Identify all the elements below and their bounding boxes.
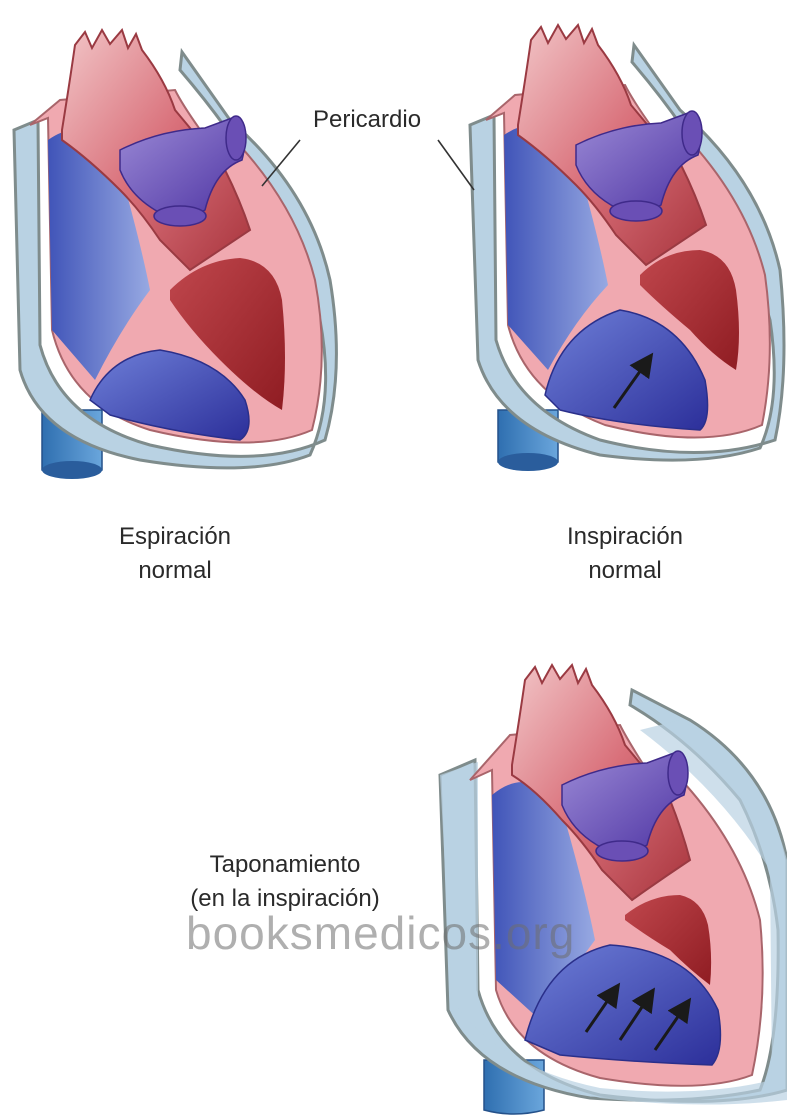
caption-espiracion: Espiración normal (90, 520, 260, 588)
caption-inspiracion-line1: Inspiración (540, 520, 710, 554)
pericardio-label: Pericardio (313, 106, 421, 134)
caption-espiracion-line1: Espiración (90, 520, 260, 554)
watermark: booksmedicos.org (186, 906, 575, 960)
caption-espiracion-line2: normal (90, 554, 260, 588)
heart-espiracion (14, 30, 336, 479)
pericardio-leader-right (438, 140, 474, 190)
caption-taponamiento-line1: Taponamiento (160, 848, 410, 882)
caption-inspiracion: Inspiración normal (540, 520, 710, 588)
heart-taponamiento (440, 665, 787, 1114)
heart-inspiracion (470, 25, 784, 471)
caption-inspiracion-line2: normal (540, 554, 710, 588)
